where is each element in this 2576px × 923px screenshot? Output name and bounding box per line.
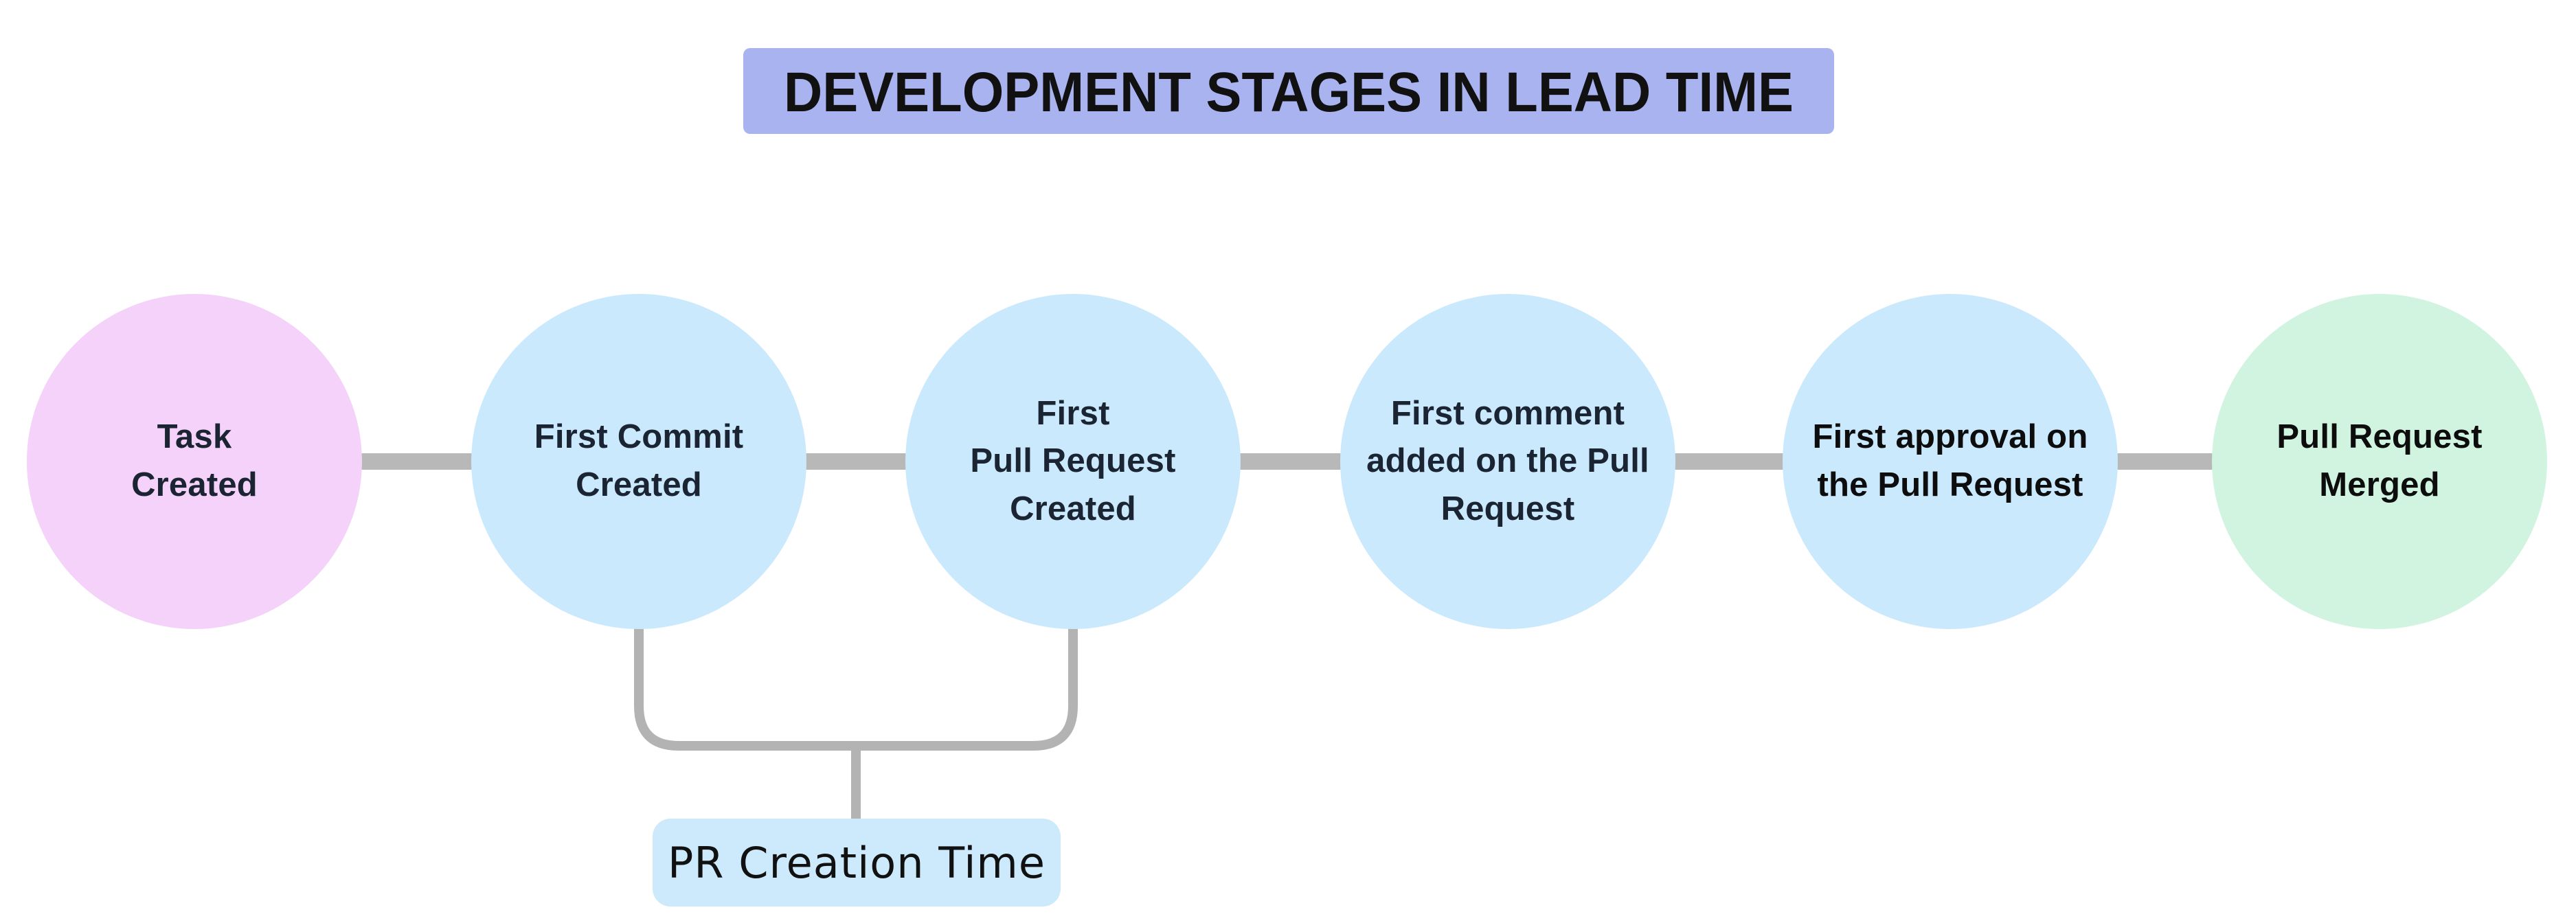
- stage-label: Task Created: [131, 418, 258, 503]
- stage-circle-first-commit-created: First Commit Created: [471, 294, 806, 629]
- stage-label: First approval on the Pull Request: [1812, 418, 2088, 503]
- stage-label: First Pull Request Created: [970, 394, 1176, 527]
- stage-circle-pull-request-merged: Pull Request Merged: [2212, 294, 2547, 629]
- annotation-label: PR Creation Time: [668, 837, 1046, 888]
- stage-circle-first-pull-request-created: First Pull Request Created: [905, 294, 1241, 629]
- stage-label: First comment added on the Pull Request: [1366, 394, 1649, 527]
- stage-circle-task-created: Task Created: [27, 294, 362, 629]
- stage-circle-first-comment-added: First comment added on the Pull Request: [1340, 294, 1675, 629]
- stage-circle-first-approval: First approval on the Pull Request: [1783, 294, 2118, 629]
- annotation-pr-creation-time: PR Creation Time: [653, 819, 1061, 907]
- title-banner: DEVELOPMENT STAGES IN LEAD TIME: [743, 48, 1834, 134]
- stage-label: Pull Request Merged: [2276, 418, 2483, 503]
- stage-label: First Commit Created: [534, 418, 744, 503]
- page-title: DEVELOPMENT STAGES IN LEAD TIME: [784, 61, 1794, 124]
- bracket-path: [634, 622, 1078, 751]
- title-text-svg: DEVELOPMENT STAGES IN LEAD TIME: [784, 61, 1794, 124]
